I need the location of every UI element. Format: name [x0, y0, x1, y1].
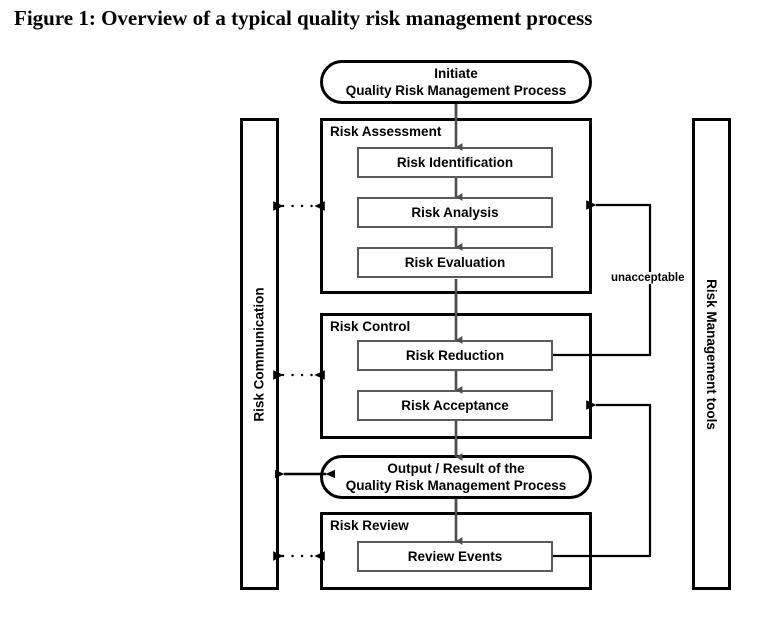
step-risk-analysis-label: Risk Analysis: [411, 205, 499, 220]
group-risk-assessment-label: Risk Assessment: [330, 124, 442, 139]
group-risk-control-label: Risk Control: [330, 319, 411, 334]
step-risk-analysis[interactable]: Risk Analysis: [357, 197, 553, 228]
step-risk-acceptance-label: Risk Acceptance: [401, 398, 509, 413]
step-risk-identification[interactable]: Risk Identification: [357, 147, 553, 178]
step-risk-identification-label: Risk Identification: [396, 155, 514, 170]
annotation-unacceptable: unacceptable: [610, 272, 686, 284]
step-risk-reduction[interactable]: Risk Reduction: [357, 340, 553, 371]
page-title: Figure 1: Overview of a typical quality …: [14, 6, 593, 30]
group-risk-review-label: Risk Review: [330, 518, 409, 533]
node-initiate-line2: Quality Risk Management Process: [345, 83, 567, 98]
node-initiate-text: Initiate Quality Risk Management Process: [346, 65, 567, 100]
node-initiate[interactable]: Initiate Quality Risk Management Process: [320, 60, 592, 104]
step-risk-evaluation-label: Risk Evaluation: [404, 255, 506, 270]
node-output-result[interactable]: Output / Result of the Quality Risk Mana…: [320, 455, 592, 499]
node-initiate-line1: Initiate: [434, 65, 478, 81]
node-output-result-line1: Output / Result of the: [387, 460, 525, 476]
node-output-result-text: Output / Result of the Quality Risk Mana…: [346, 460, 567, 495]
step-risk-acceptance[interactable]: Risk Acceptance: [357, 390, 553, 421]
panel-risk-management-tools[interactable]: Risk Management tools: [692, 118, 731, 590]
step-risk-reduction-label: Risk Reduction: [405, 348, 505, 363]
step-risk-evaluation[interactable]: Risk Evaluation: [357, 247, 553, 278]
node-output-result-line2: Quality Risk Management Process: [345, 478, 567, 493]
panel-risk-management-tools-label: Risk Management tools: [704, 278, 719, 430]
step-review-events-label: Review Events: [407, 549, 503, 564]
panel-risk-communication-label: Risk Communication: [252, 286, 267, 422]
panel-risk-communication[interactable]: Risk Communication: [240, 118, 279, 590]
step-review-events[interactable]: Review Events: [357, 541, 553, 572]
